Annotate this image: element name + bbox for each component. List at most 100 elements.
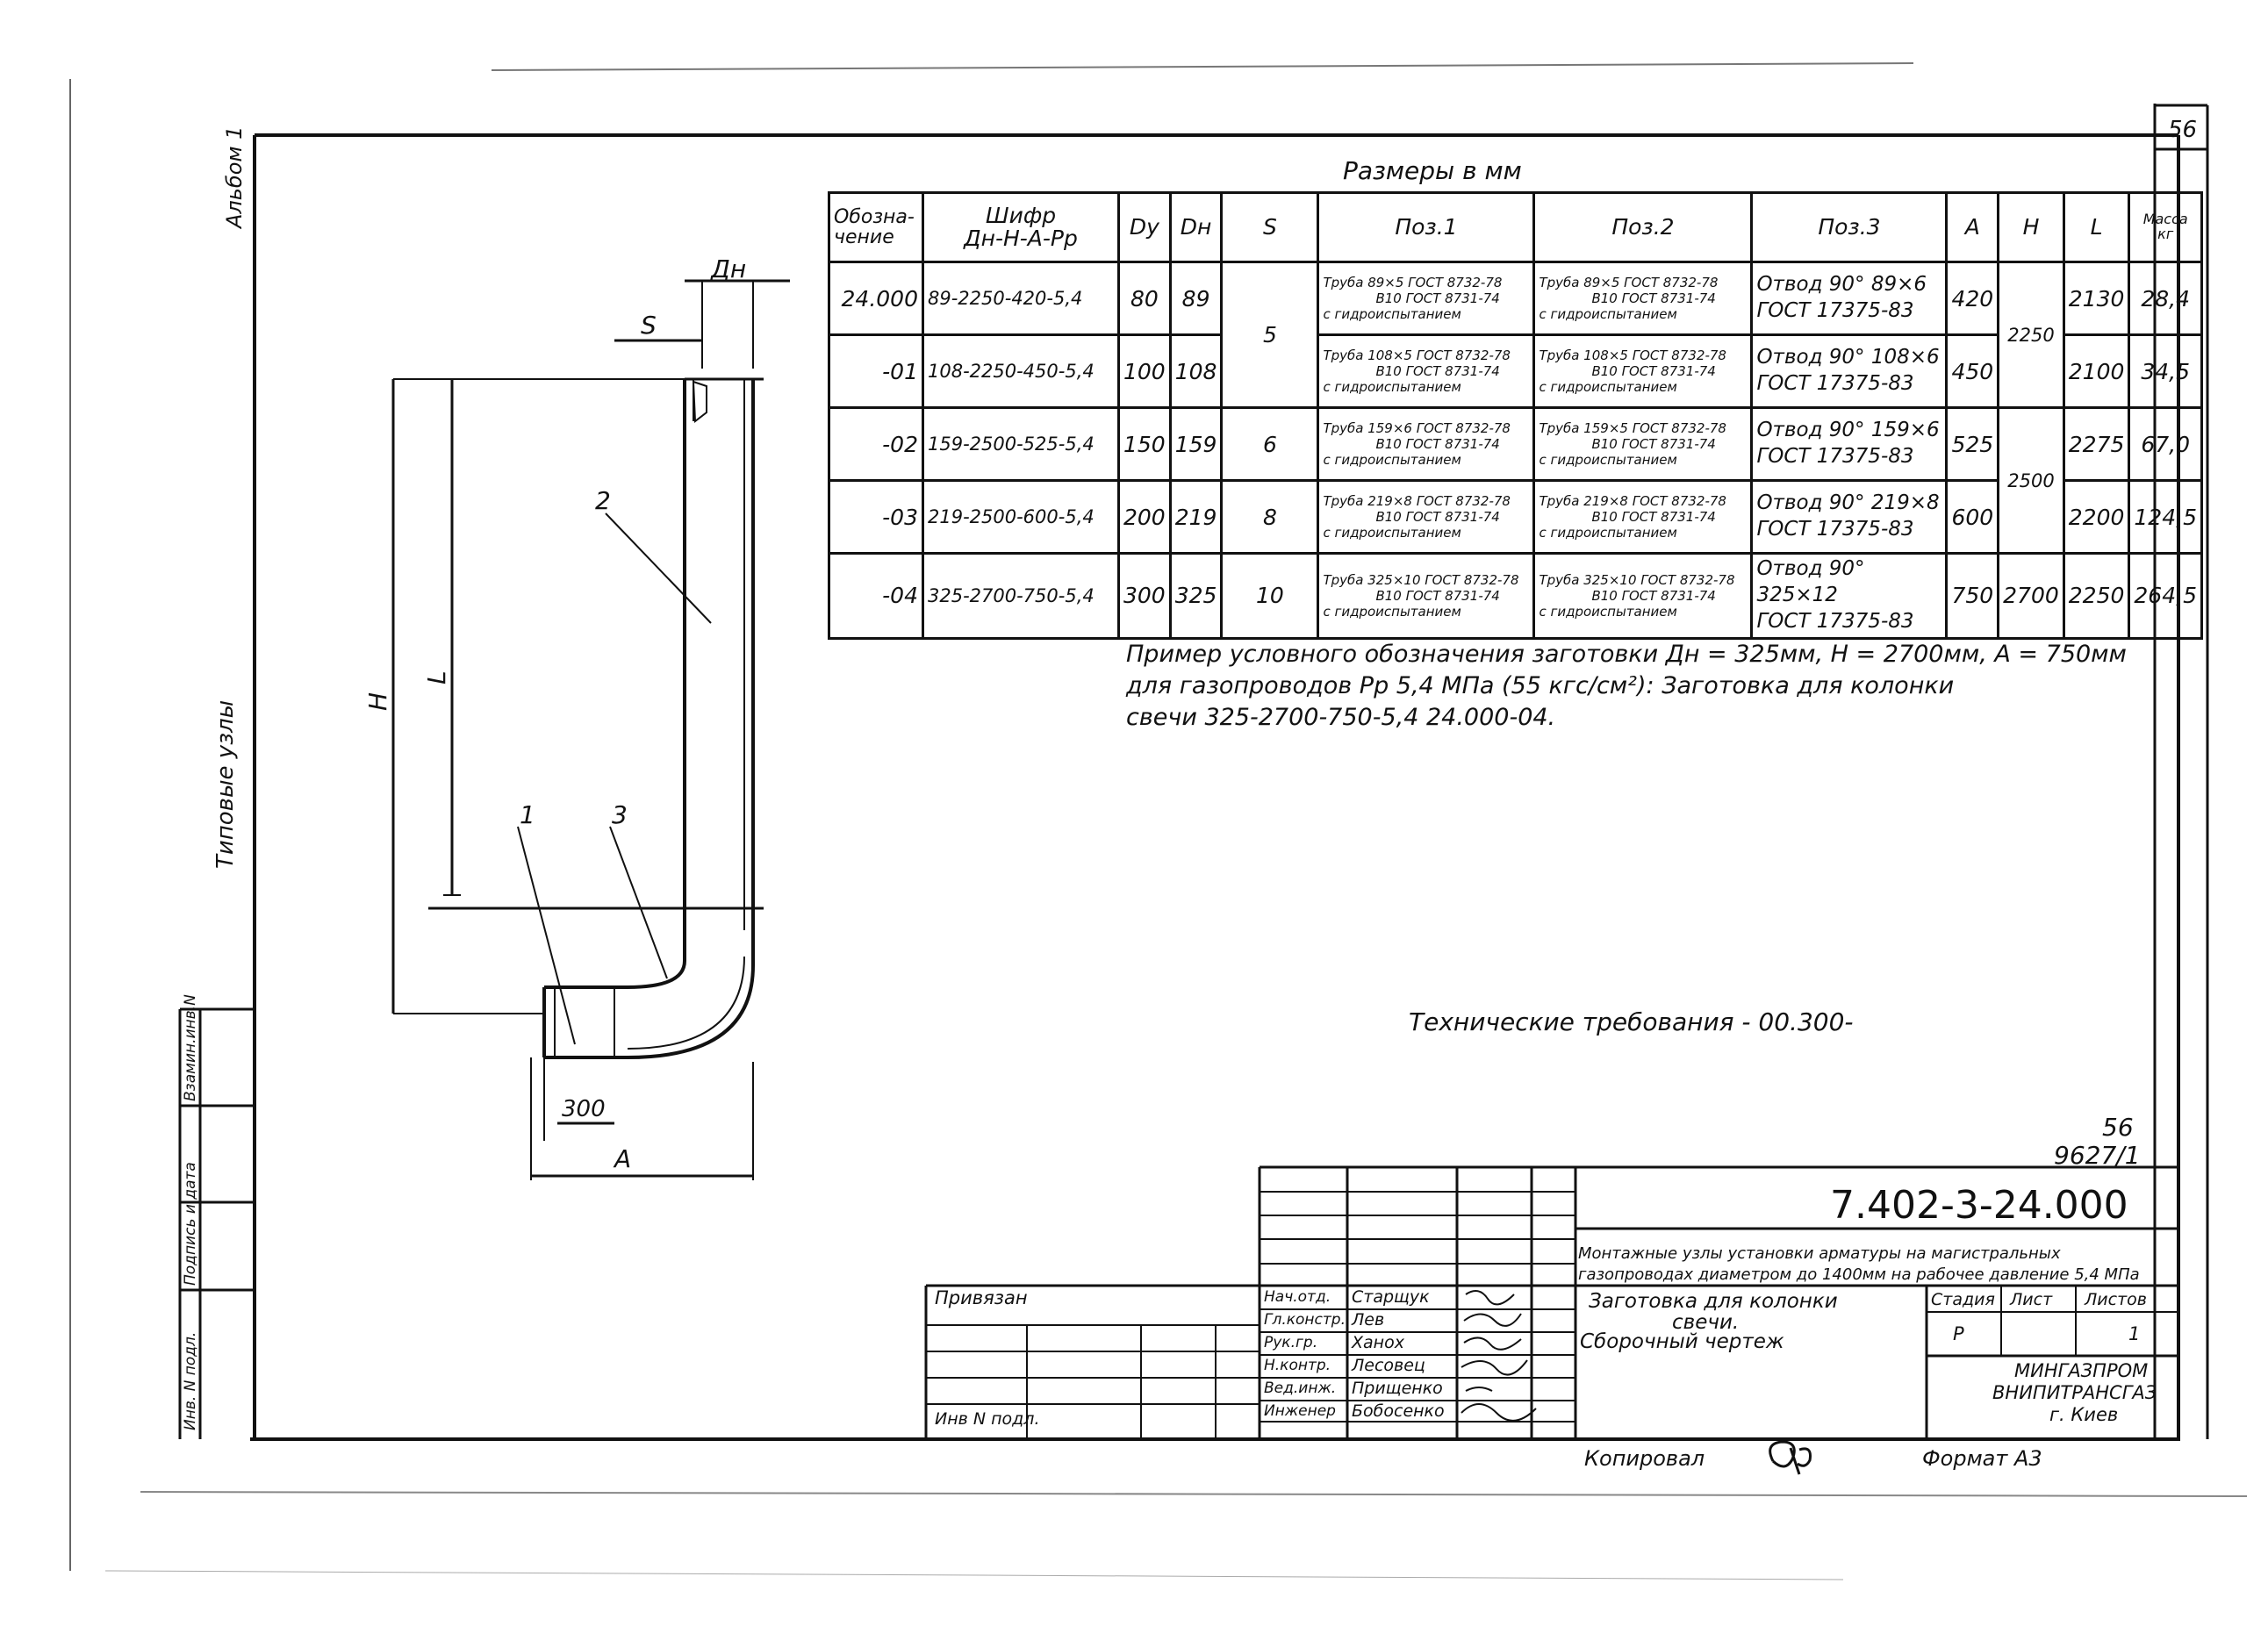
sig-name: Ханох (1352, 1333, 1404, 1352)
cell-designation: -02 (828, 406, 924, 482)
cell-l: 2130 (2062, 261, 2131, 336)
album-label: Альбом 1 (222, 126, 247, 230)
ref-number-bottom: 9627/1 (2054, 1141, 2141, 1170)
pos1-line-a: Труба 219×8 ГОСТ 8732-78 (1323, 493, 1511, 509)
bound-label: Привязан (935, 1287, 1028, 1308)
pos3-line-a: Отвод 90° 219×8 (1756, 491, 1940, 515)
cell-l: 2275 (2062, 406, 2131, 482)
table-header-row: Обозна- чение Шифр Дн-Н-А-Рр Dy Dн S Поз… (828, 191, 2203, 263)
project-title-1: Монтажные узлы установки арматуры на маг… (1578, 1244, 2061, 1263)
th-a: А (1945, 191, 2000, 263)
th-cipher-2: Дн-Н-А-Рр (964, 226, 1078, 251)
cell-h: 2250 (1997, 261, 2065, 409)
pos1-line-c: с гидроиспытанием (1323, 603, 1461, 620)
ref-number-top: 56 (2102, 1113, 2134, 1142)
pos1-line-c: с гидроиспытанием (1323, 525, 1461, 541)
copied-label: Копировал (1584, 1446, 1705, 1471)
table-row: -03 219-2500-600-5,4 200 219 8 Труба 219… (828, 479, 2203, 555)
example-note-2: для газопроводов Рр 5,4 МПа (55 кгс/см²)… (1126, 672, 1955, 699)
cell-l: 2200 (2062, 479, 2131, 555)
cell-h: 2700 (1997, 552, 2065, 640)
cell-dy: 100 (1117, 333, 1172, 409)
pos1-line-b: В10 ГОСТ 8731-74 (1375, 290, 1500, 306)
pos3-line-a: Отвод 90° 325×12 (1756, 557, 1865, 606)
label-l: L (422, 670, 451, 684)
pos2-line-b: В10 ГОСТ 8731-74 (1591, 290, 1716, 306)
cell-l: 2250 (2062, 552, 2131, 640)
stamp-field-sign: Подпись и дата (182, 1162, 199, 1286)
table-caption: Размеры в мм (1343, 156, 1522, 185)
org-name-2: ВНИПИТРАНСГАЗ (1992, 1382, 2157, 1403)
pos1-line-a: Труба 159×6 ГОСТ 8732-78 (1323, 420, 1511, 436)
sig-name: Бобосенко (1352, 1401, 1445, 1421)
pos2-line-a: Труба 219×8 ГОСТ 8732-78 (1539, 493, 1726, 509)
sig-role: Рук.гр. (1264, 1334, 1318, 1351)
cell-l: 2100 (2062, 333, 2131, 409)
pos1-line-a: Труба 325×10 ГОСТ 8732-78 (1323, 571, 1519, 588)
cell-dn: 325 (1168, 552, 1224, 640)
pos3-line-b: ГОСТ 17375-83 (1756, 609, 1914, 633)
cell-designation: -01 (828, 333, 924, 409)
stamp-field-replace: Взамин.инв.N (182, 994, 199, 1101)
cell-a: 450 (1945, 333, 2000, 409)
side-label: Типовые узлы (212, 700, 239, 869)
cell-h: 2500 (1997, 406, 2065, 555)
pos3-line-b: ГОСТ 17375-83 (1756, 372, 1914, 395)
item-name-3: Сборочный чертеж (1580, 1330, 1784, 1353)
pos2-line-a: Труба 325×10 ГОСТ 8732-78 (1539, 571, 1735, 588)
label-a: А (613, 1144, 631, 1173)
pos2-line-a: Труба 159×5 ГОСТ 8732-78 (1539, 420, 1726, 436)
pos1-line-c: с гидроиспытанием (1323, 452, 1461, 468)
label-pos3: 3 (612, 800, 628, 829)
cell-cipher: 159-2500-525-5,4 (922, 406, 1120, 482)
pos2-line-b: В10 ГОСТ 8731-74 (1591, 587, 1716, 604)
stage-label: Стадия (1931, 1290, 1995, 1309)
cell-cipher: 219-2500-600-5,4 (922, 479, 1120, 555)
cell-cipher: 89-2250-420-5,4 (922, 261, 1120, 336)
table-row: 24.000 89-2250-420-5,4 80 89 5 Труба 89×… (828, 261, 2203, 409)
project-title-2: газопроводах диаметром до 1400мм на рабо… (1578, 1265, 2140, 1284)
table-row: -04 325-2700-750-5,4 300 325 10 Труба 32… (828, 552, 2203, 640)
cell-mass: 124,5 (2128, 479, 2203, 555)
cell-dn: 219 (1168, 479, 1224, 555)
th-pos3: Поз.3 (1750, 191, 1949, 263)
sheet-label: Лист (2010, 1290, 2053, 1309)
label-pos1: 1 (520, 800, 535, 829)
cell-dy: 80 (1117, 261, 1172, 336)
cell-a: 525 (1945, 406, 2000, 482)
th-l: L (2062, 191, 2131, 263)
pos3-line-a: Отвод 90° 108×6 (1756, 346, 1940, 369)
cell-a: 600 (1945, 479, 2000, 555)
pos1-line-a: Труба 89×5 ГОСТ 8732-78 (1323, 275, 1503, 290)
th-s: S (1220, 191, 1320, 263)
pos1-line-b: В10 ГОСТ 8731-74 (1375, 587, 1500, 604)
pos3-line-b: ГОСТ 17375-83 (1756, 445, 1914, 468)
cell-mass: 34,5 (2128, 333, 2203, 409)
cell-s: 5 (1220, 261, 1320, 409)
example-note-1: Пример условного обозначения заготовки Д… (1126, 641, 2127, 668)
cell-cipher: 325-2700-750-5,4 (922, 552, 1120, 640)
th-h: Н (1997, 191, 2065, 263)
label-h: H (363, 692, 392, 711)
pos3-line-b: ГОСТ 17375-83 (1756, 299, 1914, 322)
pos1-line-c: с гидроиспытанием (1323, 379, 1461, 395)
label-300: 300 (562, 1096, 606, 1122)
cell-dy: 300 (1117, 552, 1172, 640)
table-row: -02 159-2500-525-5,4 150 159 6 Труба 159… (828, 406, 2203, 555)
pos1-line-b: В10 ГОСТ 8731-74 (1375, 436, 1500, 452)
pos2-line-a: Труба 108×5 ГОСТ 8732-78 (1539, 348, 1726, 363)
doc-code: 7.402-3-24.000 (1830, 1183, 2128, 1228)
tech-requirements: Технические требования - 00.300- (1409, 1007, 1854, 1036)
sig-role: Гл.констр. (1264, 1311, 1346, 1329)
label-pos2: 2 (595, 486, 611, 515)
